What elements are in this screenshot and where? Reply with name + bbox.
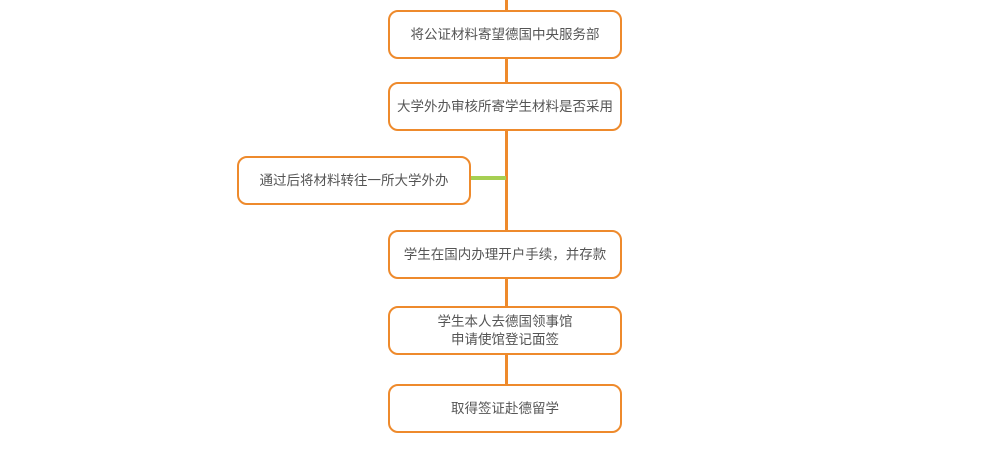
- main-flow-line: [505, 0, 508, 386]
- step-send-materials: 将公证材料寄望德国中央服务部: [388, 10, 622, 59]
- step-consulate-interview: 学生本人去德国领事馆 申请使馆登记面签: [388, 306, 622, 355]
- step-forward-to-university: 通过后将材料转往一所大学外办: [237, 156, 471, 205]
- step-label: 大学外办审核所寄学生材料是否采用: [397, 98, 613, 115]
- step-review-materials: 大学外办审核所寄学生材料是否采用: [388, 82, 622, 131]
- step-open-account: 学生在国内办理开户手续，并存款: [388, 230, 622, 279]
- branch-connector: [470, 176, 506, 180]
- step-label-line2: 申请使馆登记面签: [451, 331, 559, 348]
- step-label: 将公证材料寄望德国中央服务部: [410, 26, 600, 43]
- step-label: 学生在国内办理开户手续，并存款: [403, 246, 607, 263]
- step-get-visa: 取得签证赴德留学: [388, 384, 622, 433]
- step-label-line1: 学生本人去德国领事馆: [437, 313, 573, 330]
- step-label: 通过后将材料转往一所大学外办: [259, 172, 449, 189]
- step-label: 取得签证赴德留学: [451, 400, 559, 417]
